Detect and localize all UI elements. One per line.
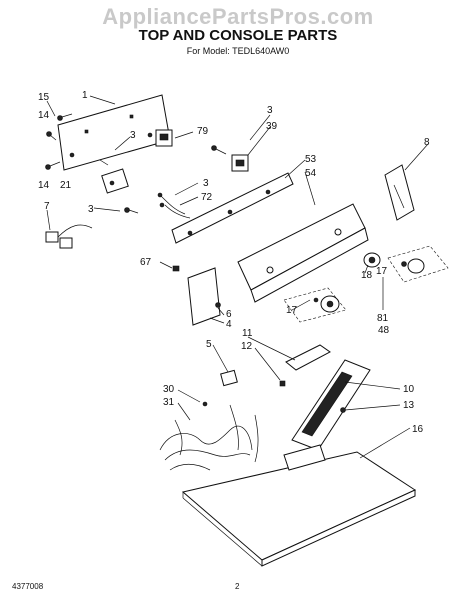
screw-15 — [57, 113, 73, 121]
callout-39: 39 — [266, 121, 278, 132]
bracket-67 — [172, 265, 221, 326]
wire-harness-72 — [159, 194, 191, 219]
doc-number: 4377008 — [12, 582, 44, 591]
cover-plate-11 — [285, 344, 331, 371]
callout-54: 54 — [305, 168, 317, 179]
callout-3-harness: 3 — [203, 178, 209, 189]
timer-module — [101, 168, 129, 194]
knob-group-right — [387, 245, 449, 283]
callout-3-left: 3 — [88, 204, 94, 215]
callout-31: 31 — [163, 397, 175, 408]
callout-18: 18 — [361, 270, 373, 281]
callout-81: 81 — [377, 313, 389, 324]
callout-14-top: 14 — [38, 110, 50, 121]
callout-4: 4 — [226, 319, 232, 330]
screw-14-bottom — [45, 161, 61, 170]
callout-17-left: 17 — [286, 305, 298, 316]
watermark: AppliancePartsPros.com — [102, 4, 374, 29]
callout-8: 8 — [424, 137, 430, 148]
callout-7: 7 — [44, 201, 50, 212]
callout-14-bottom: 14 — [38, 180, 50, 191]
callout-10: 10 — [403, 384, 415, 395]
callout-53: 53 — [305, 154, 317, 165]
screw-14-top — [46, 131, 57, 141]
knob-18 — [363, 252, 381, 268]
console-panel-face — [250, 227, 369, 303]
callout-72: 72 — [201, 192, 213, 203]
callout-11: 11 — [242, 328, 253, 339]
callout-1: 1 — [82, 90, 88, 101]
callout-48: 48 — [378, 325, 390, 336]
callout-79: 79 — [197, 126, 209, 137]
callout-12: 12 — [241, 341, 253, 352]
terminal-block-7 — [45, 224, 93, 249]
callout-15: 15 — [38, 92, 50, 103]
knob-group-left — [283, 287, 347, 323]
console-rail — [171, 172, 294, 244]
cabinet-top-edge — [261, 489, 416, 567]
switch-5 — [220, 369, 238, 387]
model-subtitle: For Model: TEDL640AW0 — [186, 46, 290, 56]
leader-lines — [46, 95, 429, 459]
callout-17-right: 17 — [376, 266, 388, 277]
callout-6: 6 — [226, 309, 232, 320]
clip-12 — [279, 380, 286, 387]
callout-5: 5 — [206, 339, 212, 350]
callout-21: 21 — [60, 180, 72, 191]
bracket-39 — [231, 154, 249, 172]
page-title: TOP AND CONSOLE PARTS — [138, 27, 338, 44]
wire-harness-main — [159, 425, 253, 471]
end-cap-8 — [384, 164, 415, 221]
callout-13: 13 — [403, 400, 415, 411]
page-number: 2 — [235, 582, 240, 591]
callout-30: 30 — [163, 384, 175, 395]
bracket-79 — [155, 129, 173, 147]
callout-67: 67 — [140, 257, 152, 268]
console-back-plate — [57, 94, 171, 171]
callout-3-middle: 3 — [130, 130, 136, 141]
callout-16: 16 — [412, 424, 424, 435]
callout-3-top-right: 3 — [267, 105, 273, 116]
